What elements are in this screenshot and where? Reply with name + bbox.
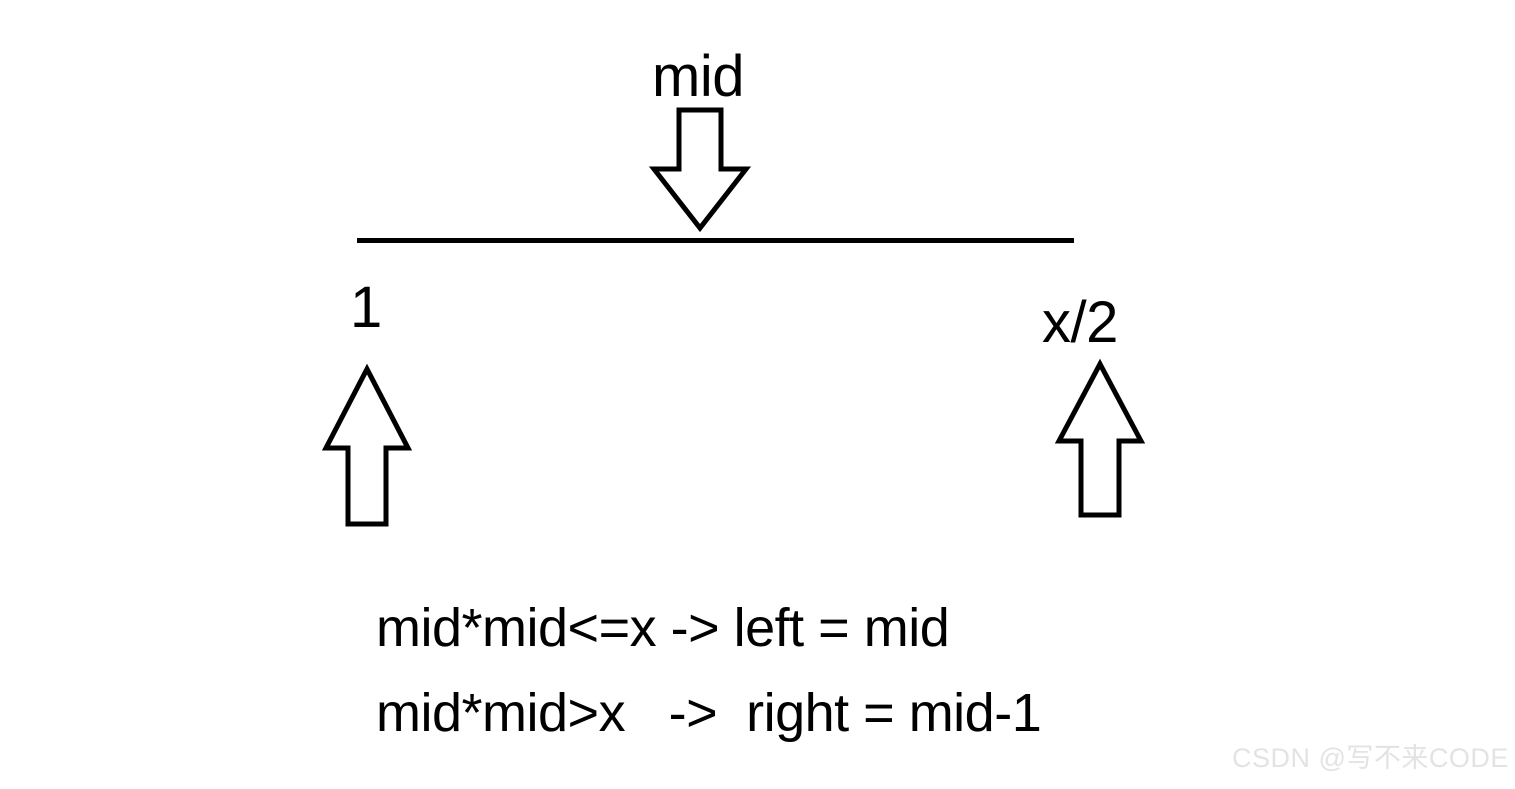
rule-text-line-1: mid*mid<=x -> left = mid [376, 598, 950, 658]
arrow-up-icon [1054, 358, 1146, 518]
right-bound-label: x/2 [1042, 290, 1118, 355]
search-range-segment [357, 238, 1074, 243]
left-bound-label: 1 [350, 275, 383, 340]
rule-text-line-2: mid*mid>x -> right = mid-1 [376, 683, 1042, 743]
arrow-down-icon [648, 107, 752, 233]
mid-label: mid [652, 44, 744, 109]
arrow-up-icon [321, 363, 413, 527]
watermark-text: CSDN @写不来CODE [1232, 743, 1509, 773]
